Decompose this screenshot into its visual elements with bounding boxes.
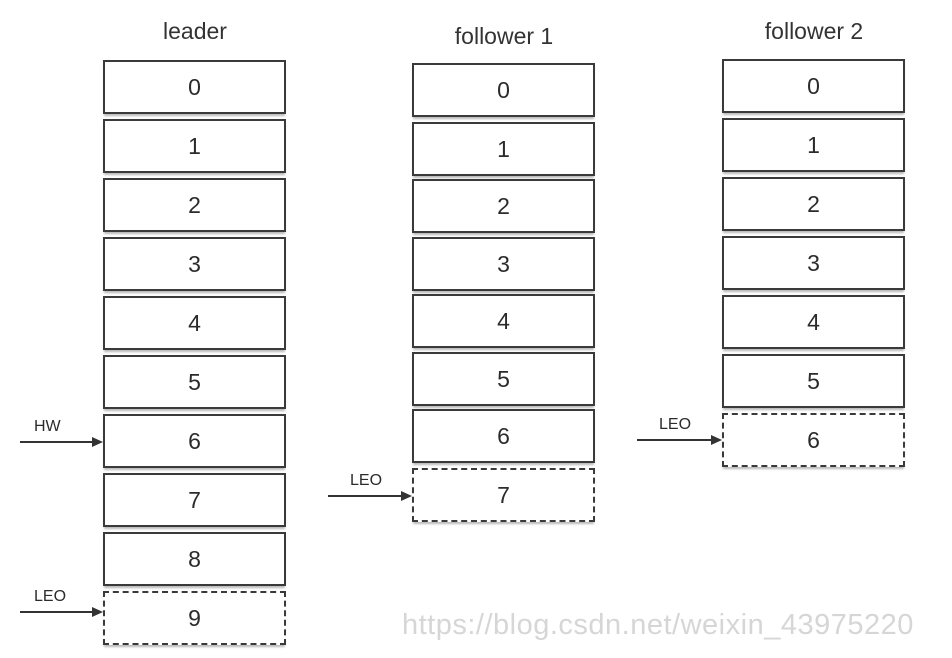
follower2-title: follower 2	[764, 18, 864, 44]
follower1-title: follower 1	[454, 23, 554, 49]
leader-cell-5: 5	[103, 355, 286, 409]
leo-label: LEO	[34, 588, 67, 605]
leader-title: leader	[163, 18, 227, 44]
follower2-cell-3: 3	[722, 236, 905, 290]
leader-cell-8: 8	[103, 532, 286, 586]
follower2-cell-4: 4	[722, 295, 905, 349]
follower1-leo-pointer: LEO	[328, 472, 413, 504]
follower1-cell-1: 1	[412, 122, 595, 176]
arrow-right-icon	[20, 607, 103, 617]
leo-label: LEO	[659, 416, 692, 433]
follower1-cell-4: 4	[412, 294, 595, 348]
leader-cell-4: 4	[103, 296, 286, 350]
arrow-right-icon	[328, 491, 412, 501]
follower2-leo-pointer: LEO	[637, 416, 723, 448]
leader-leo-pointer: LEO	[20, 588, 104, 620]
leader-cell-6: 6	[103, 414, 286, 468]
follower2-cell-2: 2	[722, 177, 905, 231]
follower1-cell-2: 2	[412, 179, 595, 233]
follower1-cell-7: 7	[412, 468, 595, 522]
follower2-cell-1: 1	[722, 118, 905, 172]
watermark: https://blog.csdn.net/weixin_43975220	[402, 609, 914, 641]
leader-cell-1: 1	[103, 119, 286, 173]
follower1-cell-3: 3	[412, 237, 595, 291]
leader-cell-3: 3	[103, 237, 286, 291]
hw-label: HW	[34, 418, 61, 435]
follower1-cell-0: 0	[412, 63, 595, 117]
leader-hw-pointer: HW	[20, 418, 104, 450]
leader-cell-9: 9	[103, 591, 286, 645]
follower1-cell-6: 6	[412, 409, 595, 463]
arrow-right-icon	[20, 437, 103, 447]
follower2-cell-5: 5	[722, 354, 905, 408]
arrow-right-icon	[637, 435, 722, 445]
leader-cell-0: 0	[103, 60, 286, 114]
follower2-cell-0: 0	[722, 59, 905, 113]
leader-cell-7: 7	[103, 473, 286, 527]
follower2-cell-6: 6	[722, 413, 905, 467]
leader-cell-2: 2	[103, 178, 286, 232]
leo-label: LEO	[350, 472, 383, 489]
follower1-cell-5: 5	[412, 352, 595, 406]
